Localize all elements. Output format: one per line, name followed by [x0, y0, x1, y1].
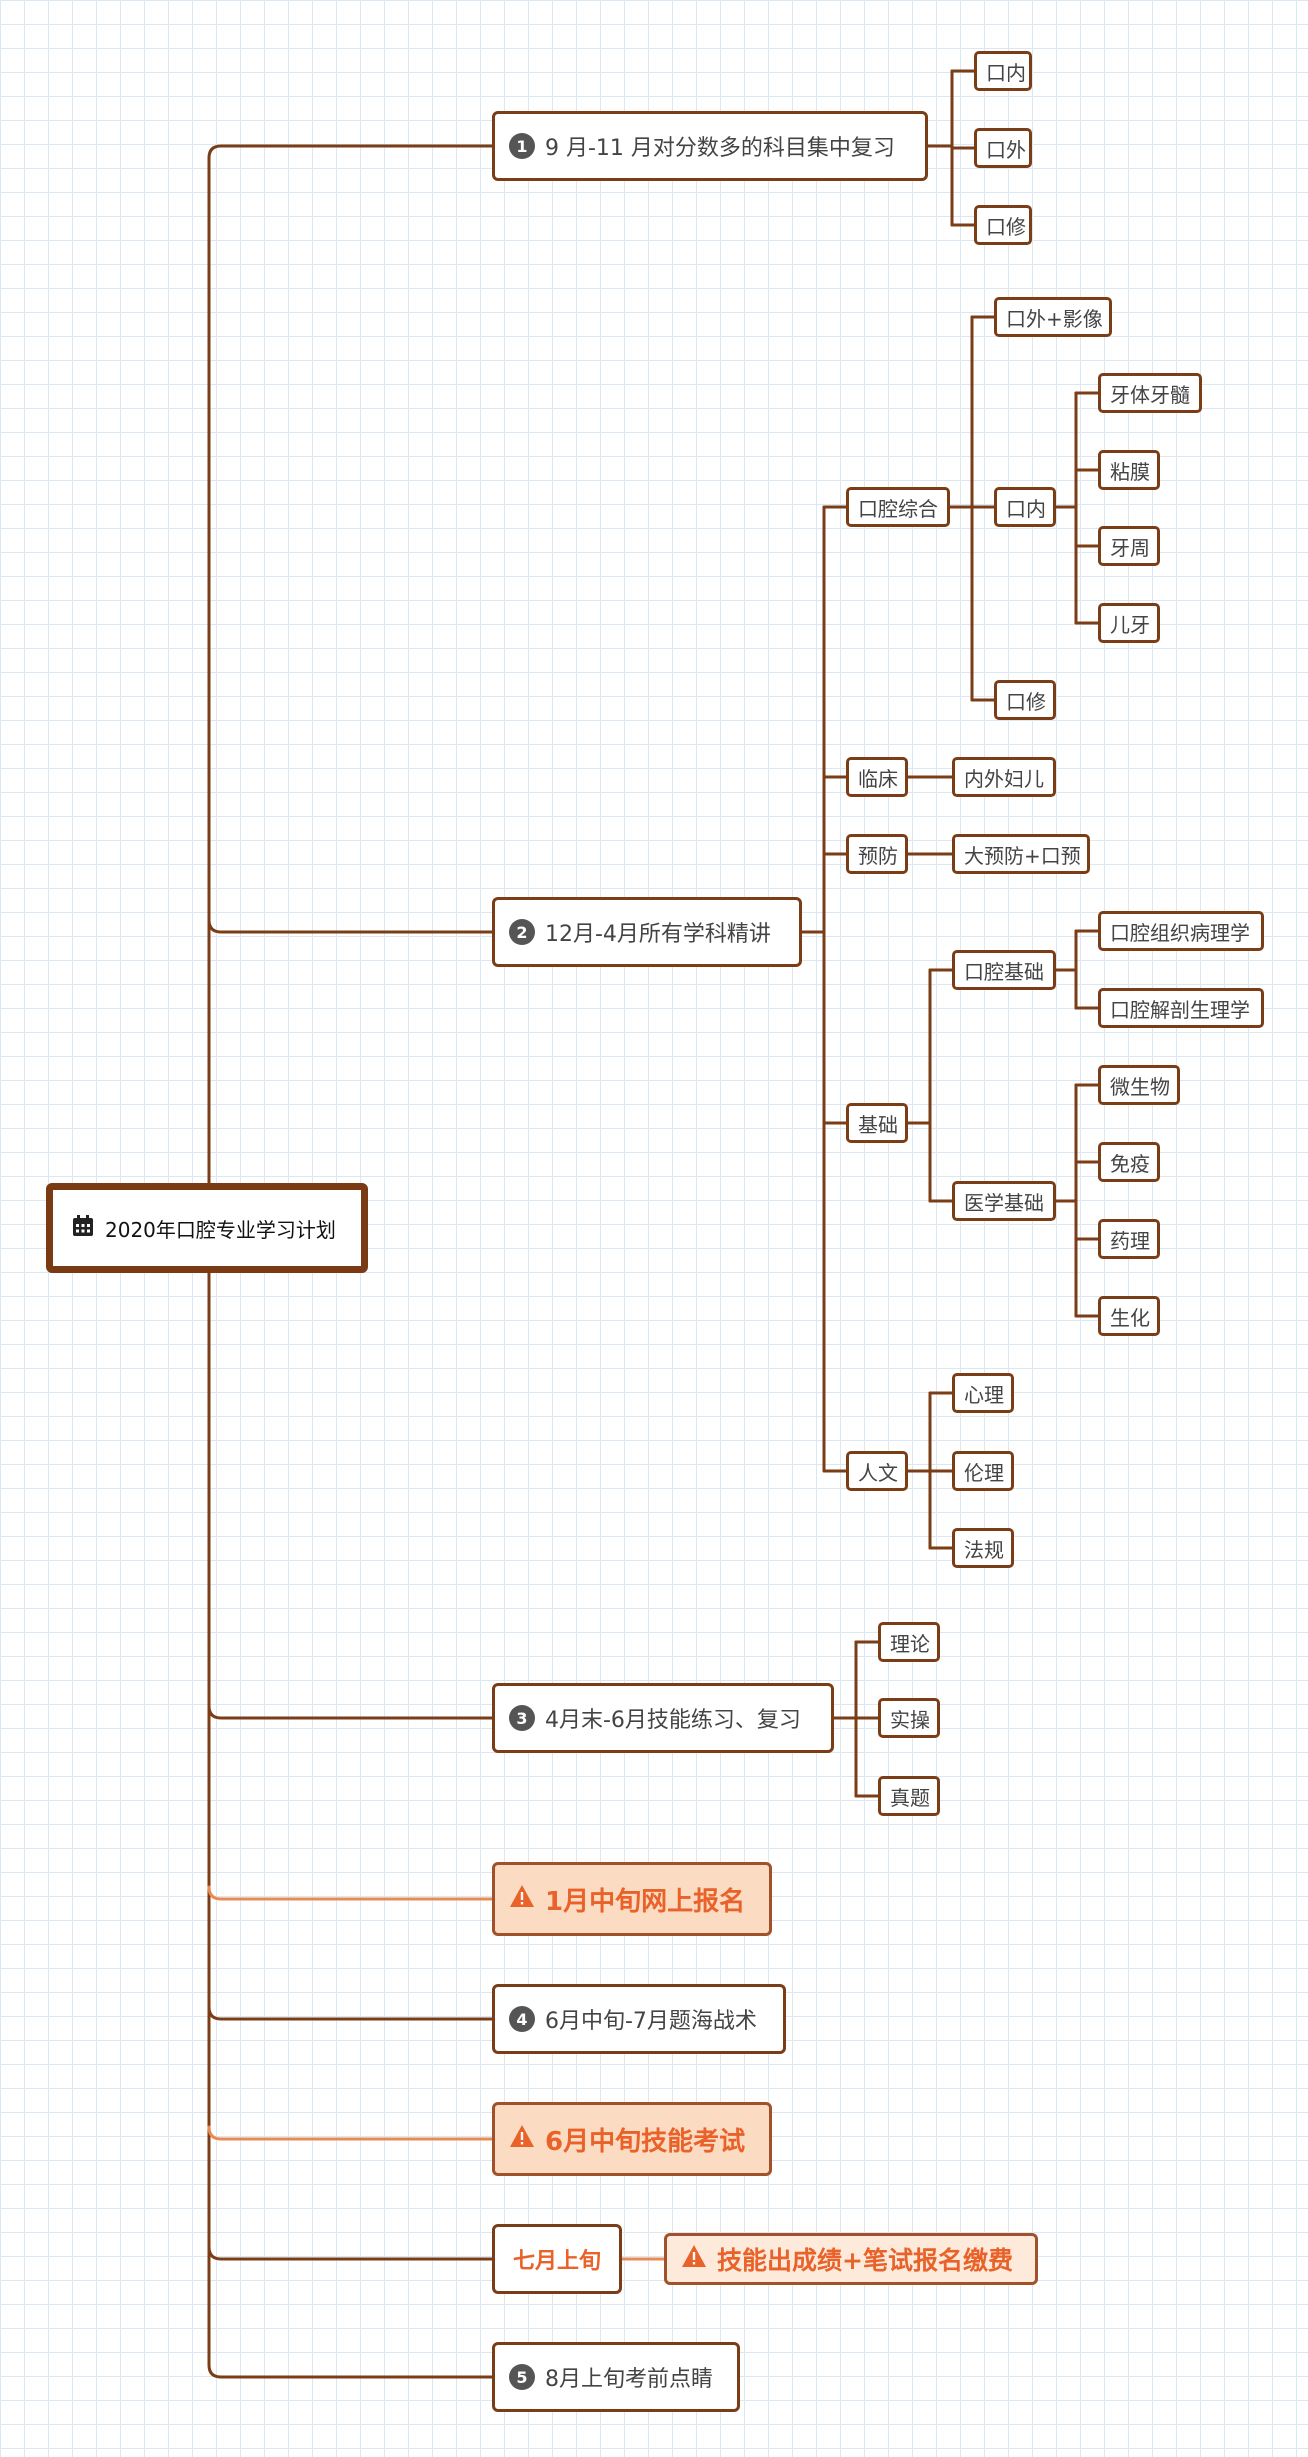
number-3-badge: 3 — [509, 1705, 535, 1731]
branch-4-label: 6月中旬-7月题海战术 — [545, 2009, 757, 2034]
branch-2-node[interactable]: 2 12月-4月所有学科精讲 — [492, 897, 802, 967]
dayufang-kouyu-node[interactable]: 大预防+口预 — [952, 834, 1090, 874]
yufang-node[interactable]: 预防 — [846, 834, 908, 874]
erya-node[interactable]: 儿牙 — [1098, 603, 1160, 643]
yati-yasui-node[interactable]: 牙体牙髓 — [1098, 373, 1202, 413]
kounei-node[interactable]: 口内 — [994, 487, 1056, 527]
number-2-badge: 2 — [509, 919, 535, 945]
linchuang-node[interactable]: 临床 — [846, 757, 908, 797]
warning-skill-exam-label: 6月中旬技能考试 — [545, 2126, 746, 2157]
yazhou-node[interactable]: 牙周 — [1098, 526, 1160, 566]
number-5-badge: 5 — [509, 2364, 535, 2390]
branch-1-label: 9 月-11 月对分数多的科目集中复习 — [545, 136, 895, 161]
kouqiang-jichu-node[interactable]: 口腔基础 — [952, 950, 1056, 990]
july-warning-node[interactable]: 技能出成绩+笔试报名缴费 — [664, 2233, 1038, 2285]
nianmo-node[interactable]: 粘膜 — [1098, 450, 1160, 490]
branch-5-label: 8月上旬考前点睛 — [545, 2367, 713, 2392]
july-warning-label: 技能出成绩+笔试报名缴费 — [717, 2246, 1013, 2275]
branch-1-child-kouwai[interactable]: 口外 — [974, 128, 1032, 168]
root-node[interactable]: 2020年口腔专业学习计划 — [46, 1183, 368, 1273]
july-node[interactable]: 七月上旬 — [492, 2224, 622, 2294]
warning-icon — [681, 2244, 707, 2274]
shenghua-node[interactable]: 生化 — [1098, 1296, 1160, 1336]
warning-icon — [509, 1884, 535, 1915]
branch-5-node[interactable]: 5 8月上旬考前点睛 — [492, 2342, 740, 2412]
weishengwu-node[interactable]: 微生物 — [1098, 1065, 1180, 1105]
jiepou-shengli-node[interactable]: 口腔解剖生理学 — [1098, 988, 1264, 1028]
calendar-icon — [71, 1214, 95, 1243]
branch-1-child-kounei[interactable]: 口内 — [974, 51, 1032, 91]
warning-registration-label: 1月中旬网上报名 — [545, 1886, 746, 1917]
zhenti-node[interactable]: 真题 — [878, 1776, 940, 1816]
lunli-node[interactable]: 伦理 — [952, 1451, 1014, 1491]
neiwai-fuer-node[interactable]: 内外妇儿 — [952, 757, 1056, 797]
shicao-node[interactable]: 实操 — [878, 1698, 940, 1738]
branch-1-child-kouxiu[interactable]: 口修 — [974, 205, 1032, 245]
july-label: 七月上旬 — [512, 2249, 601, 2274]
warning-icon — [509, 2124, 535, 2155]
lilun-node[interactable]: 理论 — [878, 1622, 940, 1662]
renwen-node[interactable]: 人文 — [846, 1451, 908, 1491]
number-1-badge: 1 — [509, 133, 535, 159]
kouqiang-zonghe-node[interactable]: 口腔综合 — [846, 487, 950, 527]
xinli-node[interactable]: 心理 — [952, 1373, 1014, 1413]
jichu-node[interactable]: 基础 — [846, 1103, 908, 1143]
number-4-badge: 4 — [509, 2006, 535, 2032]
branch-3-node[interactable]: 3 4月末-6月技能练习、复习 — [492, 1683, 834, 1753]
branch-1-node[interactable]: 1 9 月-11 月对分数多的科目集中复习 — [492, 111, 928, 181]
zuzhi-bingli-node[interactable]: 口腔组织病理学 — [1098, 911, 1264, 951]
fagui-node[interactable]: 法规 — [952, 1528, 1014, 1568]
branch-2-label: 12月-4月所有学科精讲 — [545, 922, 771, 947]
kouxiu-node[interactable]: 口修 — [994, 680, 1056, 720]
branch-3-label: 4月末-6月技能练习、复习 — [545, 1708, 801, 1733]
kouwai-yingxiang-node[interactable]: 口外+影像 — [994, 297, 1112, 337]
warning-skill-exam-node[interactable]: 6月中旬技能考试 — [492, 2102, 772, 2176]
yaoli-node[interactable]: 药理 — [1098, 1219, 1160, 1259]
yixue-jichu-node[interactable]: 医学基础 — [952, 1181, 1056, 1221]
root-label: 2020年口腔专业学习计划 — [105, 1217, 336, 1242]
warning-registration-node[interactable]: 1月中旬网上报名 — [492, 1862, 772, 1936]
mianyi-node[interactable]: 免疫 — [1098, 1142, 1160, 1182]
branch-4-node[interactable]: 4 6月中旬-7月题海战术 — [492, 1984, 786, 2054]
